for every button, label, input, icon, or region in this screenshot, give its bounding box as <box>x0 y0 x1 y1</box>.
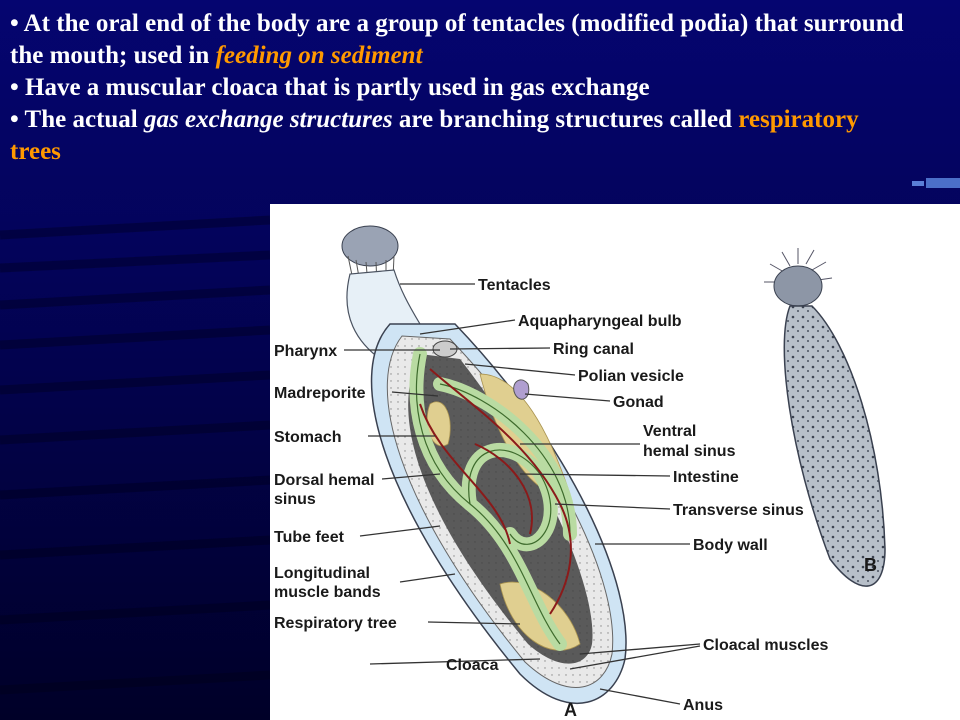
label-transverse-sinus: Transverse sinus <box>673 502 804 519</box>
label-respiratory-tree: Respiratory tree <box>274 615 397 632</box>
label-dorsal-line1: Dorsal hemal <box>274 472 374 489</box>
leader-lines <box>344 283 701 705</box>
label-madreporite: Madreporite <box>274 385 366 402</box>
panel-letter-b: B <box>864 555 877 575</box>
sea-cucumber-figure: Tentacles Aquapharyngeal bulb Ring canal… <box>270 204 960 720</box>
label-dorsal-line2: sinus <box>274 491 316 508</box>
panel-a-drawing <box>341 225 627 704</box>
label-ventral-line2: hemal sinus <box>643 443 736 460</box>
label-cloacal-muscles: Cloacal muscles <box>703 637 829 654</box>
bullet-3: • The actual gas exchange structures are… <box>10 106 859 165</box>
label-pharynx: Pharynx <box>274 343 337 360</box>
label-tube-feet: Tube feet <box>274 529 345 546</box>
label-anus: Anus <box>683 697 723 714</box>
label-stomach: Stomach <box>274 429 342 446</box>
label-aquapharyngeal-bulb: Aquapharyngeal bulb <box>518 313 682 330</box>
label-longitudinal-line2: muscle bands <box>274 584 381 601</box>
panel-letter-a: A <box>564 700 577 720</box>
panel-b-drawing <box>764 248 886 587</box>
figure-drawing: Tentacles Aquapharyngeal bulb Ring canal… <box>274 225 886 720</box>
label-polian-vesicle: Polian vesicle <box>578 368 684 385</box>
label-body-wall: Body wall <box>693 537 768 554</box>
label-ventral-line1: Ventral <box>643 423 696 440</box>
label-longitudinal-line1: Longitudinal <box>274 565 370 582</box>
label-gonad: Gonad <box>613 394 664 411</box>
bullet-1: • At the oral end of the body are a grou… <box>10 10 904 69</box>
label-ring-canal: Ring canal <box>553 341 634 358</box>
bullet-list: • At the oral end of the body are a grou… <box>10 8 910 168</box>
emphasis-gas-exchange: gas exchange structures <box>144 106 393 133</box>
label-tentacles: Tentacles <box>478 277 551 294</box>
highlight-respiratory-trees: respiratory trees <box>10 106 859 165</box>
highlight-feeding: feeding on sediment <box>215 42 423 69</box>
bullet-2: • Have a muscular cloaca that is partly … <box>10 74 650 101</box>
accent-bar <box>926 178 960 188</box>
label-intestine: Intestine <box>673 469 739 486</box>
accent-bar-small <box>912 181 924 186</box>
label-cloaca: Cloaca <box>446 657 499 674</box>
